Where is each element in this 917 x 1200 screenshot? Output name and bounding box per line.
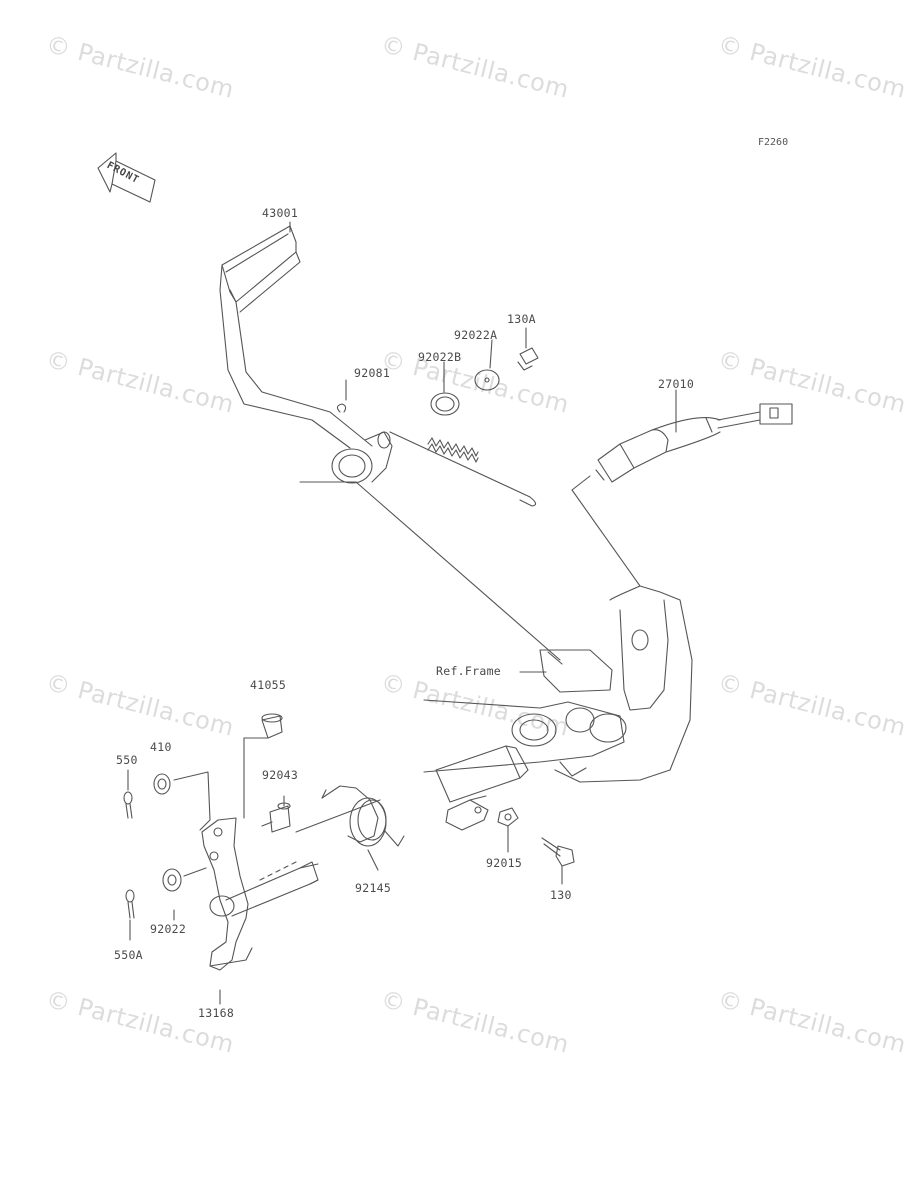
washer-92022a-drawing	[474, 369, 500, 391]
part-label-130a[interactable]: 130A	[507, 312, 536, 326]
figure-id: F2260	[758, 137, 789, 148]
return-spring-wire	[389, 431, 537, 507]
torsion-spring-drawing	[321, 785, 405, 847]
brake-lever-drawing	[201, 817, 319, 971]
cotter-pin-550a-drawing	[125, 889, 135, 941]
pin-41055-drawing	[243, 713, 283, 819]
frame-drawing	[423, 585, 693, 783]
part-label-92043[interactable]: 92043	[262, 768, 299, 782]
leader-line	[489, 339, 493, 369]
part-label-92015[interactable]: 92015	[486, 856, 523, 870]
part-label-410[interactable]: 410	[150, 740, 172, 754]
snap-ring-drawing	[336, 403, 347, 413]
washer-92022b-drawing	[430, 392, 460, 416]
washer-410-drawing	[153, 773, 171, 795]
part-label-92081[interactable]: 92081	[354, 366, 391, 380]
coil-spring-drawing	[427, 437, 479, 463]
part-label-130[interactable]: 130	[550, 888, 572, 902]
cotter-pin-550-drawing	[123, 769, 133, 819]
brake-pedal-drawing	[219, 225, 393, 484]
part-label-92022[interactable]: 92022	[150, 922, 187, 936]
pivot-bracket-drawing	[435, 745, 529, 831]
part-label-43001[interactable]: 43001	[262, 206, 299, 220]
part-label-550a[interactable]: 550A	[114, 948, 143, 962]
pin-92043-drawing	[261, 795, 291, 833]
leader-line	[295, 799, 381, 833]
front-arrow-icon	[97, 152, 156, 203]
part-label-13168[interactable]: 13168	[198, 1006, 235, 1020]
part-label-92022a[interactable]: 92022A	[454, 328, 498, 342]
washer-92022-drawing	[162, 868, 182, 892]
leader-line	[367, 849, 379, 871]
part-label-ref-frame[interactable]: Ref.Frame	[436, 664, 502, 678]
part-label-550[interactable]: 550	[116, 753, 138, 767]
part-label-92145[interactable]: 92145	[355, 881, 392, 895]
nut-92015-drawing	[497, 807, 519, 853]
leader-line	[571, 489, 641, 587]
leader-line	[299, 481, 561, 661]
bolt-130-drawing	[541, 837, 575, 885]
bolt-130a-drawing	[517, 347, 539, 371]
part-label-92022b[interactable]: 92022B	[418, 350, 462, 364]
brake-switch-drawing	[595, 403, 793, 483]
part-label-41055[interactable]: 41055	[250, 678, 287, 692]
part-label-27010[interactable]: 27010	[658, 377, 695, 391]
leader-line	[173, 771, 211, 831]
